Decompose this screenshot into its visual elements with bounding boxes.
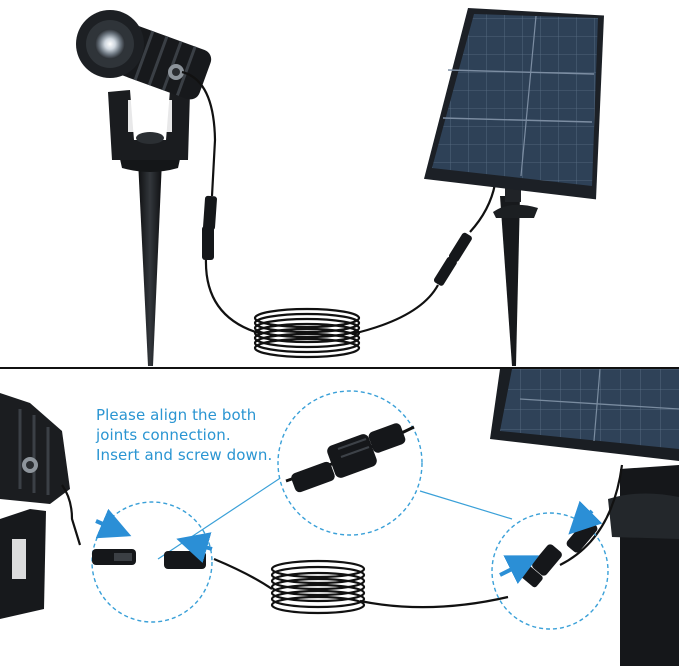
bottom-detail-panel: Please align the both joints connection.…	[0, 369, 679, 666]
instruction-line: Please align the both	[96, 406, 257, 424]
instruction-line: Insert and screw down.	[96, 446, 273, 464]
panel-divider	[0, 367, 679, 369]
cable-connector-icon	[92, 549, 206, 569]
arrow-icon	[176, 532, 213, 563]
cable-connector-icon	[519, 519, 598, 588]
cable-connector-icon	[202, 195, 472, 286]
arrow-icon	[568, 500, 603, 535]
cable-icon	[61, 464, 624, 615]
magnified-joint-callout	[277, 390, 423, 536]
spotlight-icon	[76, 10, 212, 366]
left-joint-callout	[91, 501, 213, 623]
top-overview-panel	[76, 8, 604, 366]
instruction-text: Please align the both joints connection.…	[96, 405, 296, 465]
overview-illustration	[76, 8, 604, 366]
solar-panel-icon	[490, 369, 679, 666]
connection-detail-illustration	[0, 369, 679, 666]
cable-connector-icon	[291, 423, 406, 493]
right-joint-callout	[491, 500, 609, 630]
arrow-icon	[499, 555, 540, 585]
cable-icon	[181, 70, 497, 359]
arrow-icon	[95, 508, 132, 539]
solar-panel-icon	[424, 8, 604, 366]
instruction-line: joints connection.	[96, 426, 231, 444]
spotlight-icon	[0, 393, 70, 619]
